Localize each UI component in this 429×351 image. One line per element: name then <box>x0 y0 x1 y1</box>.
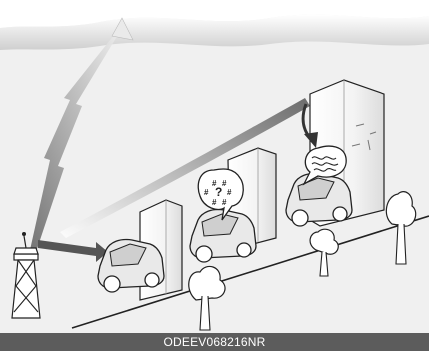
illustration-canvas: # # # ? # # # <box>0 0 429 335</box>
bubble-hash-4: # <box>227 188 232 197</box>
bubble-hash-3: # <box>204 188 209 197</box>
bubble-question-mark: ? <box>215 185 222 199</box>
bubble-hash-5: # <box>212 198 217 207</box>
car-icon <box>98 239 164 292</box>
bubble-hash-6: # <box>222 198 227 207</box>
image-code-caption: ODEEV068216NR <box>0 333 429 351</box>
car-icon <box>286 173 352 226</box>
bubble-hash-2: # <box>222 179 227 188</box>
